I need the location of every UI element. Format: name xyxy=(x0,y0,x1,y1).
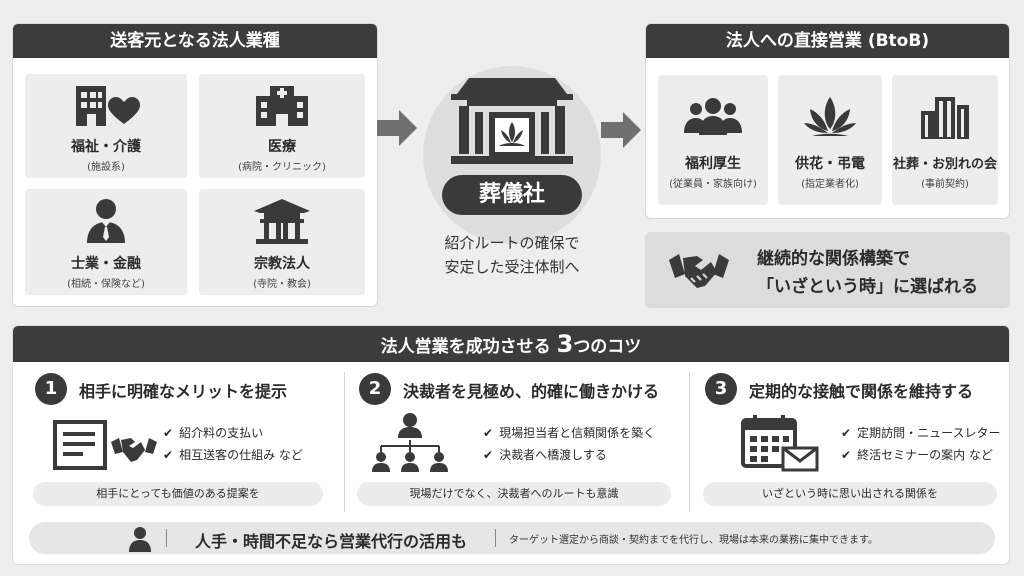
footer-bar: 人手・時間不足なら営業代行の活用も ターゲット選定から商談・契約までを代行し、現… xyxy=(29,522,995,554)
center-caption-line1: 紹介ルートの確保で xyxy=(444,234,580,252)
relation-box: 継続的な関係構築で 「いざという時」に選ばれる xyxy=(645,232,1010,308)
tip-title: 定期的な接触で関係を維持する xyxy=(749,382,974,401)
btob-card-sub: (従業員・家族向け) xyxy=(669,179,757,190)
industry-card-medical: 医療 (病院・クリニック) xyxy=(199,74,365,178)
tip-points: ✔現場担当者と信頼関係を築く ✔決裁者へ橋渡しする xyxy=(483,422,655,466)
tip-points: ✔定期訪問・ニュースレター ✔終活セミナーの案内 など xyxy=(841,422,1000,466)
industry-card-sub: (寺院・教会) xyxy=(253,279,311,290)
tip-point: ✔決裁者へ橋渡しする xyxy=(483,448,607,462)
industry-card-welfare: 福祉・介護 (施設系) xyxy=(25,74,187,178)
tip-summary: いざという時に思い出される関係を xyxy=(703,482,997,506)
industry-card-title: 宗教法人 xyxy=(254,256,310,272)
calendar-mail-icon xyxy=(741,414,821,476)
right-panel-title: 法人への直接営業 (BtoB) xyxy=(646,24,1009,58)
check-icon: ✔ xyxy=(841,426,852,440)
person-icon xyxy=(127,526,153,556)
footer-divider xyxy=(166,529,167,547)
document-handshake-icon xyxy=(53,420,161,476)
building-heart-icon xyxy=(25,84,187,128)
right-panel: 法人への直接営業 (BtoB) 福利厚生 (従業員・家族向け) xyxy=(645,23,1010,219)
industry-card-title: 福祉・介護 xyxy=(71,139,141,155)
left-panel-title: 送客元となる法人業種 xyxy=(13,24,377,58)
tip-point: ✔紹介料の支払い xyxy=(163,426,264,440)
tips-divider xyxy=(344,372,345,512)
industry-card-sub: (病院・クリニック) xyxy=(238,162,326,173)
handshake-icon xyxy=(667,246,731,298)
relation-line2: 「いざという時」に選ばれる xyxy=(757,277,978,297)
btob-card-welfare: 福利厚生 (従業員・家族向け) xyxy=(658,75,768,205)
btob-card-flowers: 供花・弔電 (指定業者化) xyxy=(778,75,882,205)
tip-number-badge: 3 xyxy=(705,373,737,405)
industry-card-professional: 士業・金融 (相続・保険など) xyxy=(25,189,187,295)
tips-divider xyxy=(689,372,690,512)
tips-title-suffix: つのコツ xyxy=(573,337,642,357)
tips-title-number: 3 xyxy=(556,330,574,358)
btob-card-title: 福利厚生 xyxy=(685,156,741,172)
industry-card-sub: (施設系) xyxy=(87,162,125,173)
relation-line1: 継続的な関係構築で xyxy=(757,249,910,269)
arrow-right-icon xyxy=(601,112,641,148)
check-icon: ✔ xyxy=(163,448,174,462)
industry-card-title: 士業・金融 xyxy=(71,256,141,272)
check-icon: ✔ xyxy=(841,448,852,462)
btob-card-corporate-funeral: 社葬・お別れの会 (事前契約) xyxy=(892,75,998,205)
people-group-icon xyxy=(658,97,768,137)
check-icon: ✔ xyxy=(163,426,174,440)
check-icon: ✔ xyxy=(483,448,494,462)
tip-point: ✔終活セミナーの案内 など xyxy=(841,448,993,462)
tips-header: 法人営業を成功させる 3つのコツ xyxy=(13,326,1009,362)
btob-card-title: 供花・弔電 xyxy=(795,156,865,172)
check-icon: ✔ xyxy=(483,426,494,440)
center-caption-line2: 安定した受注体制へ xyxy=(444,258,580,276)
btob-card-title: 社葬・お別れの会 xyxy=(892,157,997,172)
footer-description: ターゲット選定から商談・契約までを代行し、現場は本来の業務に集中できます。 xyxy=(509,535,878,546)
tip-point: ✔相互送客の仕組み など xyxy=(163,448,303,462)
tip-number-badge: 2 xyxy=(359,373,391,405)
btob-card-sub: (指定業者化) xyxy=(801,179,859,190)
tip-title: 決裁者を見極め、的確に働きかける xyxy=(403,382,660,401)
hospital-icon xyxy=(199,84,365,128)
industry-card-religious: 宗教法人 (寺院・教会) xyxy=(199,189,365,295)
tip-points: ✔紹介料の支払い ✔相互送客の仕組み など xyxy=(163,422,303,466)
tip-title: 相手に明確なメリットを提示 xyxy=(79,382,288,401)
funeral-company-badge: 葬儀社 xyxy=(442,175,582,215)
tips-title-prefix: 法人営業を成功させる xyxy=(380,337,557,357)
tips-panel: 法人営業を成功させる 3つのコツ 1 相手に明確なメリットを提示 ✔紹介料の支払… xyxy=(12,325,1010,565)
industry-card-sub: (相続・保険など) xyxy=(67,279,145,290)
tip-summary: 相手にとっても価値のある提案を xyxy=(33,482,323,506)
tip-point: ✔定期訪問・ニュースレター xyxy=(841,426,1001,440)
tip-number-badge: 1 xyxy=(35,373,67,405)
businessperson-icon xyxy=(25,197,187,245)
arrow-right-icon xyxy=(377,110,417,146)
footer-title: 人手・時間不足なら営業代行の活用も xyxy=(195,532,468,551)
footer-divider xyxy=(495,529,496,547)
org-chart-icon xyxy=(369,412,451,478)
tip-point: ✔現場担当者と信頼関係を築く xyxy=(483,426,656,440)
tip-summary: 現場だけでなく、決裁者へのルートも意識 xyxy=(357,482,671,506)
lotus-icon xyxy=(778,95,882,139)
temple-icon xyxy=(199,197,365,245)
btob-card-sub: (事前契約) xyxy=(921,179,969,190)
funeral-hall-icon xyxy=(445,72,579,172)
left-panel: 送客元となる法人業種 福祉・介護 (施設系) xyxy=(12,23,378,307)
industry-card-title: 医療 xyxy=(268,139,296,155)
office-building-icon xyxy=(892,95,998,141)
